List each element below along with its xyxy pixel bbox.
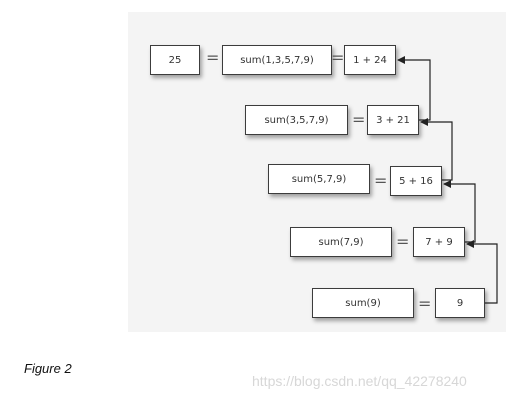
equals-sign: =: [206, 48, 220, 67]
equals-sign: =: [418, 294, 432, 313]
equals-sign: =: [331, 48, 345, 67]
arrow-row-2-to-row-1: [420, 118, 453, 181]
watermark: https://blog.csdn.net/qq_42278240: [252, 373, 467, 389]
equals-sign: =: [352, 110, 366, 129]
value-box-25: 25: [150, 45, 200, 75]
equals-sign: =: [374, 171, 388, 190]
arrow-row-1-to-row-0: [397, 56, 431, 121]
result-box: 7 + 9: [413, 227, 465, 257]
expansion-box: sum(3,5,7,9): [245, 105, 348, 135]
figure-caption: Figure 2: [24, 361, 72, 376]
equals-sign: =: [396, 232, 410, 251]
expansion-box: sum(9): [312, 288, 414, 318]
expansion-box: sum(1,3,5,7,9): [222, 45, 332, 75]
arrow-9-to-row-3: [466, 240, 498, 304]
expansion-box: sum(5,7,9): [268, 164, 370, 194]
result-box: 3 + 21: [367, 105, 419, 135]
expansion-box: sum(7,9): [290, 227, 392, 257]
result-box: 9: [435, 288, 485, 318]
result-box: 5 + 16: [390, 166, 442, 196]
arrow-row-3-to-row-2: [443, 180, 476, 243]
result-box: 1 + 24: [344, 45, 396, 75]
